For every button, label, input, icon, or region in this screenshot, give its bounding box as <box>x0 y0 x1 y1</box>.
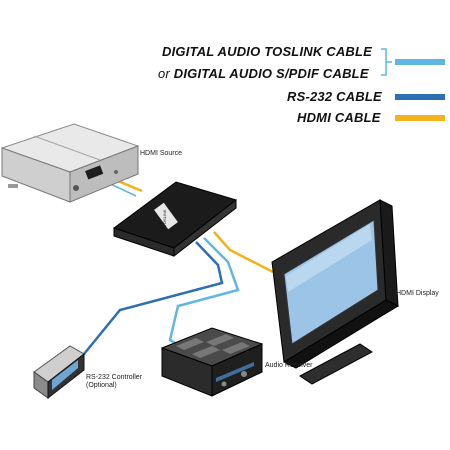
hdmi-display-label: HDMI Display <box>396 290 439 297</box>
audio-receiver-label: Audio Receiver <box>265 362 313 369</box>
hdmi-source-label: HDMI Source <box>140 150 183 157</box>
legend-hdmi-label: HDMI CABLE <box>297 110 381 125</box>
rs232-controller-label-line2: (Optional) <box>86 382 117 390</box>
controller-screen <box>52 360 78 390</box>
hdmi-source-device <box>0 123 140 203</box>
audio-cable <box>168 237 240 348</box>
source-display-panel <box>85 165 104 180</box>
legend-spdif-label: DIGITAL AUDIO S/PDIF CABLE <box>173 66 369 81</box>
receiver-display <box>216 362 254 382</box>
legend-swatch-rs232 <box>395 94 445 100</box>
legend-spdif-row: or DIGITAL AUDIO S/PDIF CABLE <box>158 66 369 81</box>
rs232-controller-label-line1: RS-232 Controller <box>86 374 143 381</box>
legend-rs232-label: RS-232 CABLE <box>287 89 382 104</box>
extractor-badge-text: TOSLINK <box>162 209 167 226</box>
legend-swatch-hdmi <box>395 115 445 121</box>
display-screen <box>283 219 379 345</box>
rs232-controller-device <box>33 345 85 400</box>
hdmi-audio-extractor-device: TOSLINK <box>112 181 238 258</box>
rs232-controller-label: RS-232 Controller (Optional) <box>86 374 142 390</box>
extractor-label-plate <box>154 202 178 230</box>
hdmi-cable-display <box>213 231 274 274</box>
legend-bracket <box>381 48 387 76</box>
legend-toslink-label: DIGITAL AUDIO TOSLINK CABLE <box>162 44 373 59</box>
legend-or-prefix: or <box>158 66 170 81</box>
display-stand <box>299 343 373 385</box>
legend-graphics <box>381 48 445 121</box>
legend-swatch-audio <box>395 59 445 65</box>
audio-receiver-device <box>160 327 264 397</box>
hdmi-display-device <box>271 199 400 385</box>
